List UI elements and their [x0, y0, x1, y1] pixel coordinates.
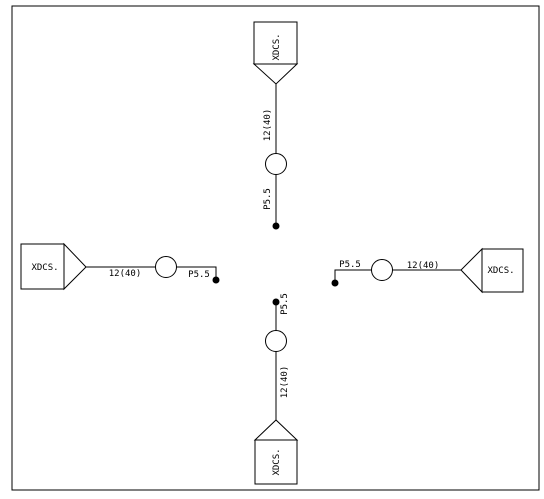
unit-right-pipe: [334, 269, 461, 283]
unit-left-pipe-label: 12(40): [109, 269, 142, 279]
unit-bottom-pipe-label: 12(40): [280, 366, 290, 399]
unit-right: XDCS. 12(40) P5.5: [331, 247, 524, 294]
unit-left-meter-circle: [155, 256, 177, 278]
unit-top-pipe-label: 12(40): [263, 109, 273, 142]
unit-bottom-box-label: XDCS.: [272, 448, 282, 475]
unit-left-endpoint: [212, 276, 220, 284]
unit-left-point-label: P5.5: [188, 270, 210, 280]
unit-bottom-endpoint: [272, 298, 280, 306]
unit-top-box-label: XDCS.: [272, 33, 282, 60]
unit-bottom-triangle: [253, 419, 299, 441]
unit-right-meter-circle: [371, 259, 393, 281]
unit-bottom-point-label: P5.5: [280, 293, 290, 315]
unit-left: XDCS. 12(40) P5.5: [20, 242, 220, 291]
unit-top: XDCS. 12(40) P5.5: [252, 21, 299, 230]
unit-left-box-label: XDCS.: [31, 263, 58, 273]
unit-top-point-label: P5.5: [263, 188, 273, 210]
unit-right-endpoint: [331, 279, 339, 287]
unit-top-triangle: [252, 63, 299, 85]
unit-right-box-label: XDCS.: [487, 266, 514, 276]
unit-right-point-label: P5.5: [339, 260, 361, 270]
unit-left-pipe: [86, 266, 217, 280]
drawing-border: [11, 5, 540, 491]
unit-left-triangle: [63, 242, 87, 291]
unit-right-triangle: [460, 247, 483, 294]
unit-top-meter-circle: [265, 153, 287, 175]
unit-bottom-meter-circle: [265, 330, 287, 352]
unit-bottom: XDCS. 12(40) P5.5: [253, 293, 299, 485]
unit-right-pipe-label: 12(40): [407, 261, 440, 271]
unit-right-box: [481, 248, 524, 293]
unit-top-endpoint: [272, 222, 280, 230]
